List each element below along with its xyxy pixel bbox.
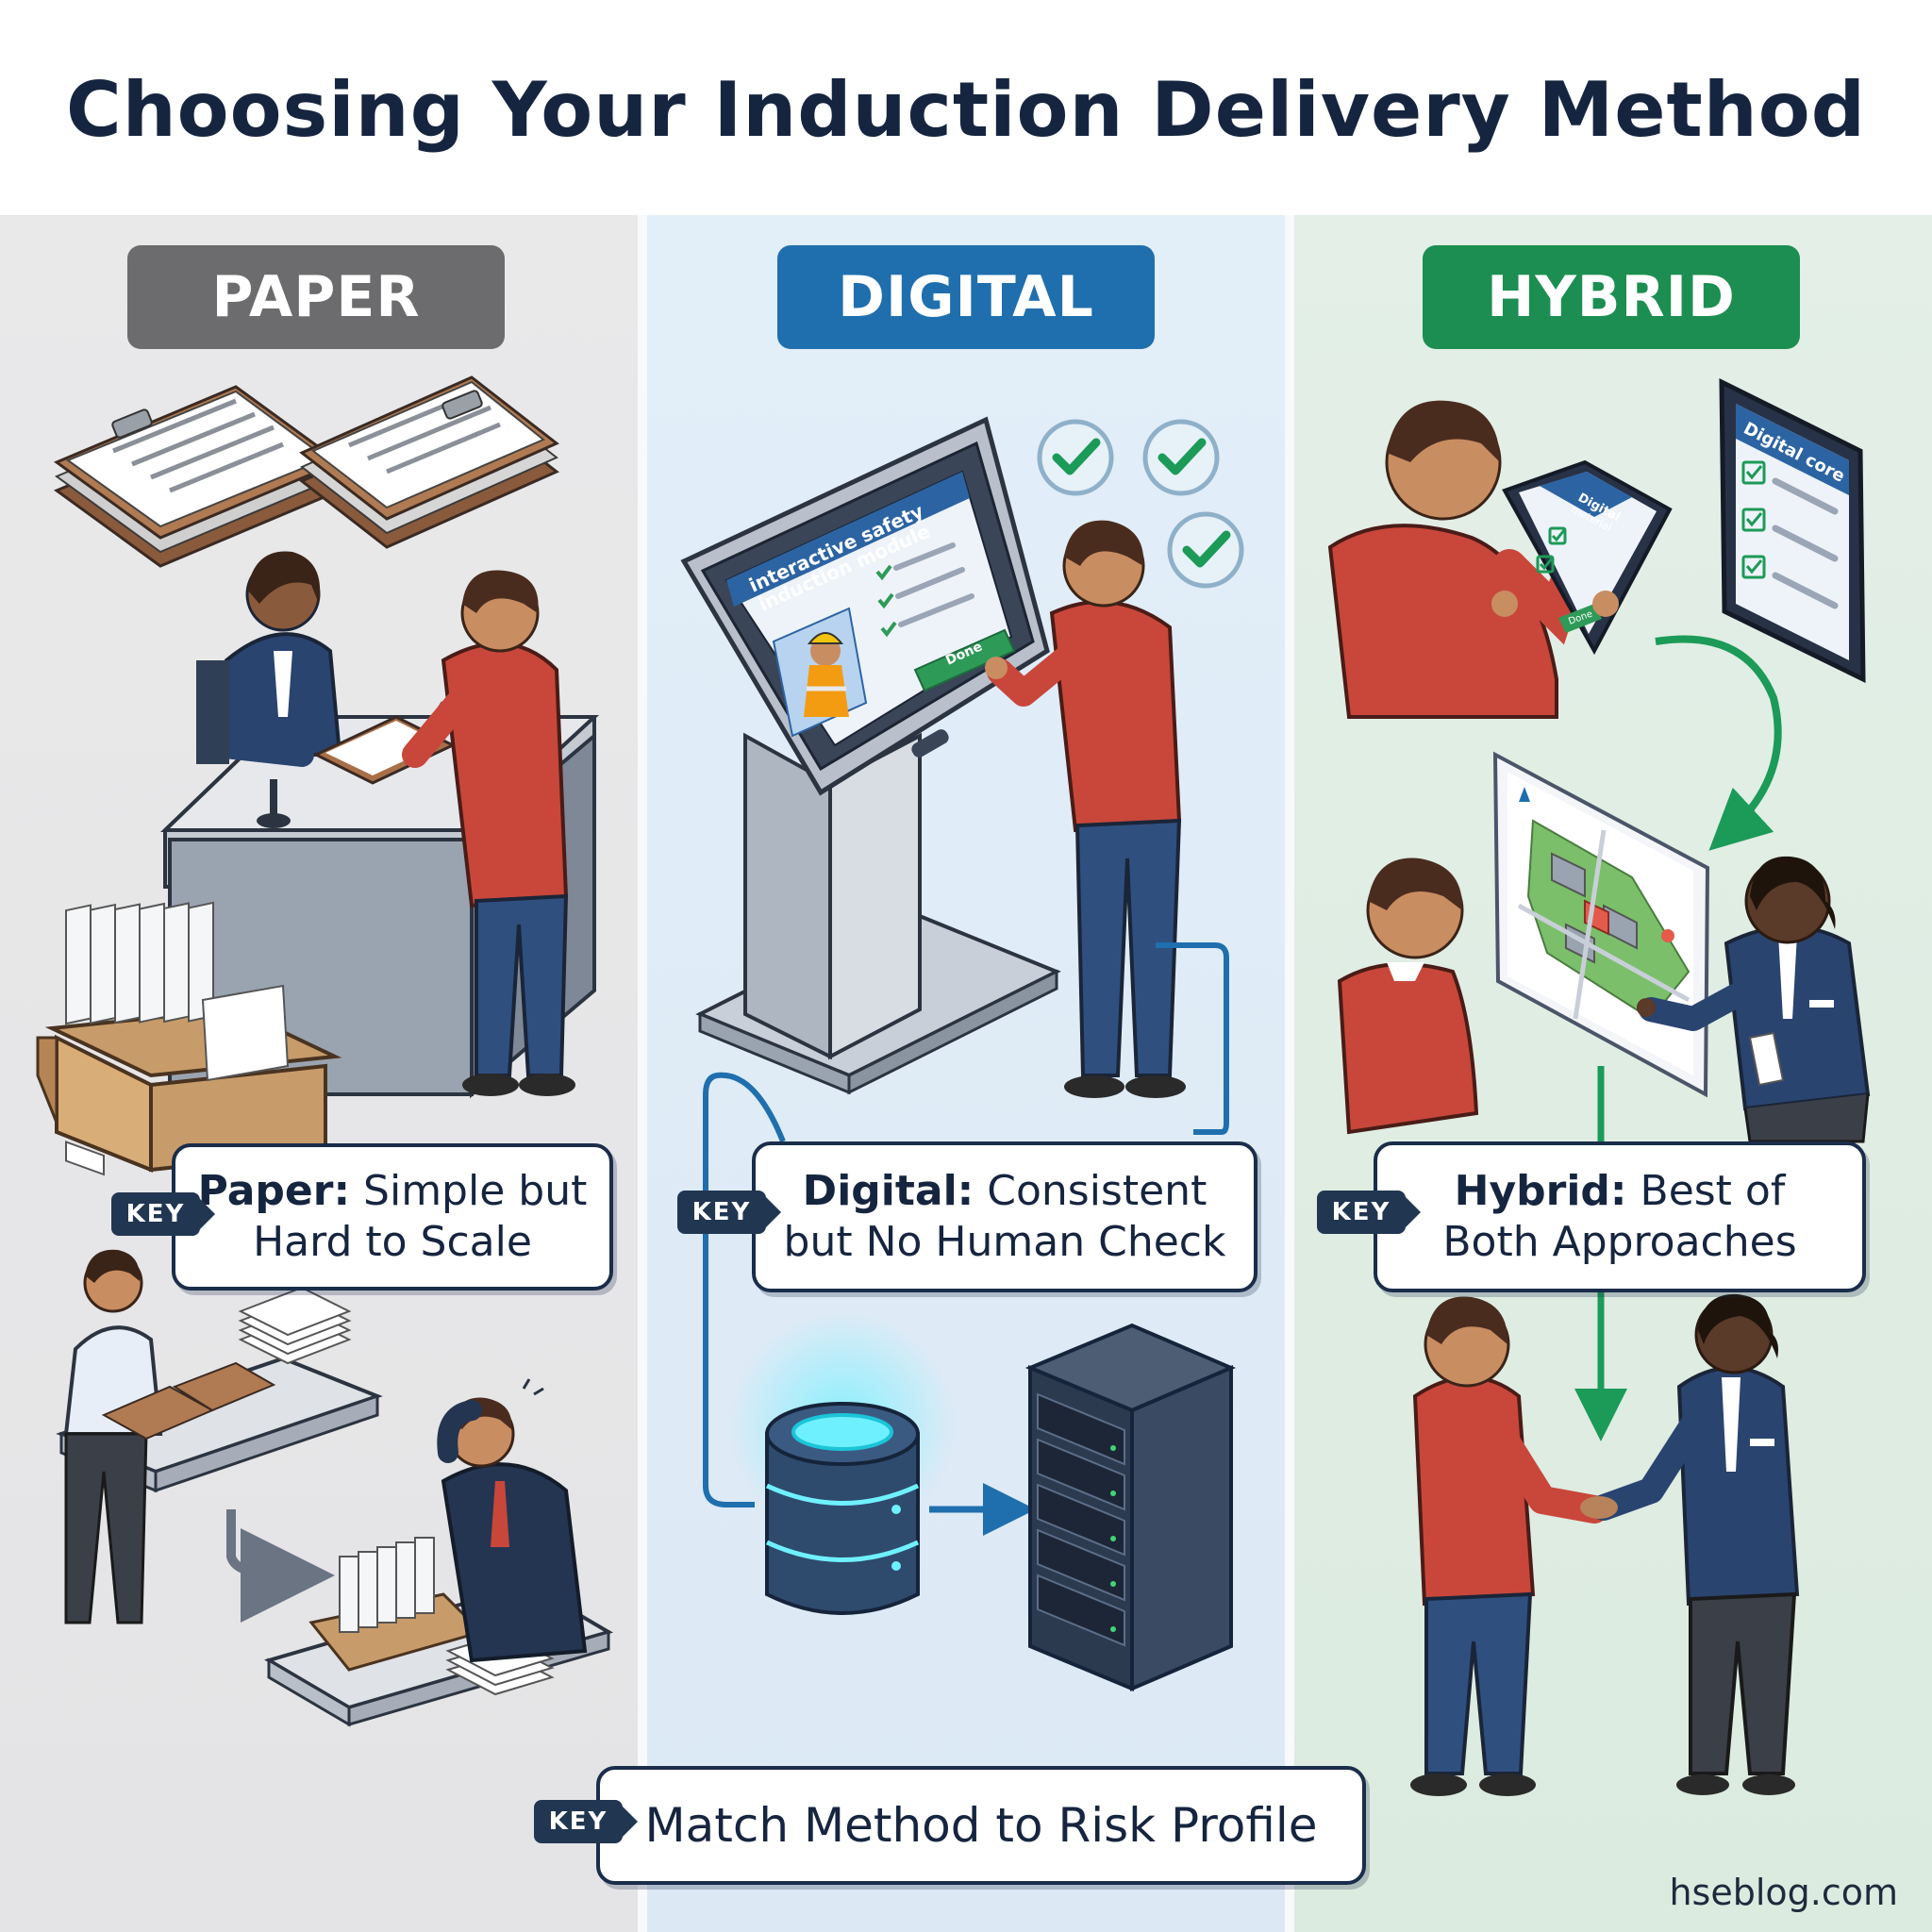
handshake-guide-figure — [1580, 1293, 1800, 1795]
hybrid-callout-line1: Best of — [1626, 1167, 1786, 1215]
key-badge: KEY — [534, 1800, 638, 1843]
hybrid-callout-label: Hybrid: — [1454, 1167, 1627, 1215]
hybrid-header-pill: HYBRID — [1423, 245, 1800, 349]
kiosk: interactive safety induction module — [680, 416, 1061, 1095]
column-divider — [638, 215, 647, 1932]
check-icon — [1167, 511, 1244, 589]
check-icon — [1142, 419, 1220, 496]
file-box-icon — [36, 901, 342, 1176]
watermark: hseblog.com — [1669, 1872, 1898, 1913]
visitor-figure — [402, 570, 575, 1096]
digital-callout-label: Digital: — [802, 1167, 974, 1215]
digital-header-pill: DIGITAL — [777, 245, 1155, 349]
digital-callout-line1: Consistent — [974, 1167, 1208, 1215]
paper-callout-label: Paper: — [197, 1167, 351, 1215]
stressed-manager-figure — [263, 1378, 614, 1727]
clipboard-stack-icon — [53, 385, 343, 568]
flow-arrow — [1655, 635, 1782, 851]
paper-callout-line1: Simple but — [350, 1167, 588, 1215]
column-divider — [1285, 215, 1294, 1932]
visitor-figure — [1337, 858, 1479, 1135]
hybrid-callout-line2: Both Approaches — [1442, 1218, 1797, 1266]
large-tablet-icon: Digital core — [1719, 377, 1866, 684]
digital-callout-line2: but No Human Check — [783, 1218, 1226, 1266]
database-icon — [729, 1311, 956, 1615]
check-icon — [1037, 419, 1114, 496]
key-badge: KEY — [1317, 1191, 1421, 1234]
tablet-icon: Digital material Done — [1491, 459, 1673, 656]
paper-callout-line2: Hard to Scale — [253, 1218, 532, 1266]
key-badge: KEY — [111, 1192, 215, 1236]
digital-callout: Digital: Consistent but No Human Check — [752, 1141, 1257, 1292]
clipboard-stack-icon — [299, 375, 559, 549]
site-map-board — [1492, 751, 1710, 1098]
clerk-figure — [56, 1249, 383, 1624]
receptionist-figure — [196, 551, 342, 767]
paper-header-pill: PAPER — [127, 245, 505, 349]
summary-callout: Match Method to Risk Profile — [596, 1766, 1366, 1885]
kiosk-user-figure — [985, 520, 1186, 1098]
page-title: Choosing Your Induction Delivery Method — [66, 66, 1866, 154]
connection-line — [703, 1072, 786, 1507]
tablet-user-figure — [1327, 400, 1583, 719]
connection-line — [1156, 942, 1229, 1135]
summary-callout-text: Match Method to Risk Profile — [644, 1798, 1318, 1853]
key-badge: KEY — [677, 1191, 781, 1234]
hybrid-callout: Hybrid: Best of Both Approaches — [1374, 1141, 1866, 1292]
flow-arrow — [226, 1509, 335, 1623]
server-rack-icon — [1024, 1323, 1237, 1692]
guide-figure — [1637, 856, 1871, 1143]
paper-callout: Paper: Simple but Hard to Scale — [172, 1143, 613, 1291]
handshake-visitor-figure — [1410, 1296, 1608, 1796]
